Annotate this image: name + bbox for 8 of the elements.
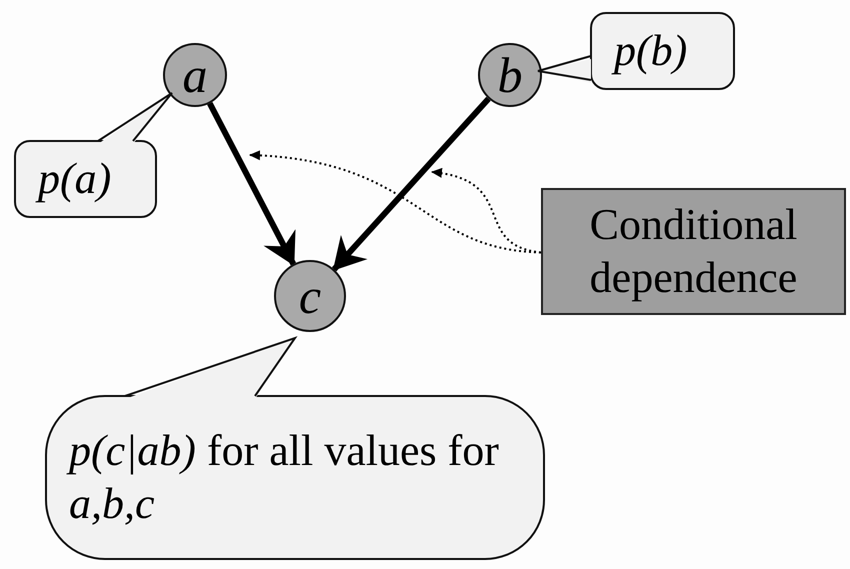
- note-box: Conditional dependence: [541, 188, 846, 315]
- variable-circle: c: [274, 260, 346, 332]
- speech-bubble: p(b): [590, 12, 735, 90]
- arrow: [332, 96, 491, 272]
- arrow: [207, 102, 296, 266]
- variable-circle: b: [478, 43, 542, 107]
- variable-circle: a: [163, 43, 227, 107]
- dotted-arrow: [431, 168, 542, 254]
